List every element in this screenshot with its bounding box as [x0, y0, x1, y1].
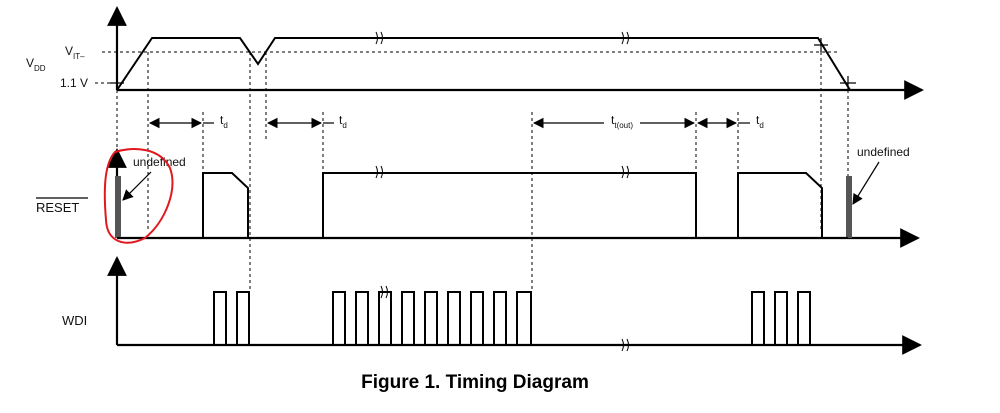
vdd-trace: VDD VIT– 1.1 V [26, 6, 924, 100]
tout-label: tt(out) [611, 113, 633, 130]
vdd-break-2 [621, 31, 629, 45]
red-annotation-circle [103, 148, 174, 244]
undefined-label-left: undefined [133, 155, 186, 169]
vdd-break-1 [375, 31, 383, 45]
wdi-trace: WDI [62, 256, 922, 355]
vit-crossing-mark-right [814, 38, 828, 52]
wdi-break-1 [380, 285, 388, 299]
reset-trace: RESET undefined undefined [36, 145, 920, 248]
wdi-break-2 [621, 338, 629, 352]
td-label-2: td [339, 113, 347, 130]
td-label-3: td [756, 113, 764, 130]
reset-break-2 [621, 165, 629, 179]
undefined-region-left [115, 176, 121, 238]
figure-caption: Figure 1. Timing Diagram [361, 372, 589, 393]
reset-break-1 [375, 165, 383, 179]
vit-label: VIT– [65, 44, 85, 61]
undefined-region-right [846, 176, 852, 238]
v11-crossing-mark-right [840, 76, 856, 90]
vdd-waveform [116, 37, 851, 91]
reset-signal-label: RESET [36, 200, 79, 215]
v11-label: 1.1 V [60, 76, 88, 90]
undefined-label-right: undefined [857, 145, 910, 159]
wdi-waveform [117, 291, 918, 346]
reset-waveform [117, 172, 848, 239]
vdd-label: VDD [26, 56, 46, 73]
undefined-pointer-right [852, 161, 880, 205]
undefined-pointer-left [122, 171, 152, 201]
td-label-1: td [220, 113, 228, 130]
timing-annotations: td td tt(out) td [148, 113, 764, 130]
v11-crossing-mark-left [110, 76, 124, 90]
wdi-signal-label: WDI [62, 313, 87, 328]
